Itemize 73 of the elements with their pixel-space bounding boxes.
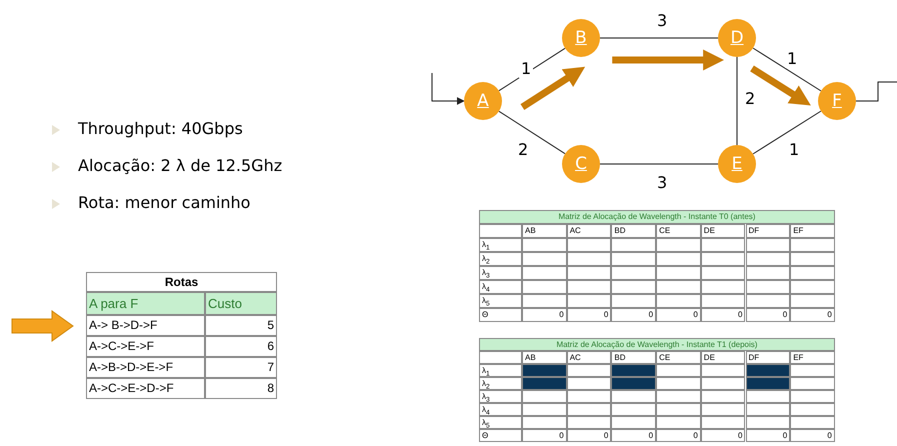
bullet-text: Throughput: 40Gbps bbox=[78, 119, 243, 138]
table-cell: 0 bbox=[566, 429, 612, 442]
node-circle: C bbox=[562, 145, 600, 183]
column-header: A para F bbox=[86, 292, 205, 315]
node-circle: E bbox=[718, 145, 756, 183]
bullet-text: Rota: menor caminho bbox=[78, 193, 250, 212]
edge-label: 1 bbox=[519, 60, 534, 78]
table-cell: 0 bbox=[700, 308, 746, 322]
table-cell: 5 bbox=[205, 315, 277, 336]
row-header: λ$_{5}$ bbox=[479, 294, 522, 308]
thick-arrow bbox=[612, 50, 724, 70]
thick-arrow bbox=[750, 66, 811, 106]
table-cell: 0 bbox=[656, 429, 701, 442]
column-header: AB bbox=[522, 351, 567, 364]
node-circle: B bbox=[562, 19, 600, 57]
row-header: λ$_{5}$ bbox=[479, 416, 522, 429]
row-header: λ$_{3}$ bbox=[479, 390, 522, 403]
row-header: Θ bbox=[479, 308, 522, 322]
table-cell: 7 bbox=[205, 357, 277, 378]
table-title: Matriz de Alocação de Wavelength - Instante T1 (depois) bbox=[479, 338, 835, 351]
connector-line bbox=[498, 48, 566, 92]
connector-line bbox=[498, 110, 566, 154]
arrow bbox=[432, 72, 465, 105]
table-cell: 0 bbox=[522, 308, 567, 322]
row-header: Θ bbox=[479, 429, 522, 442]
column-header: DF bbox=[746, 224, 790, 238]
row-header: λ$_{3}$ bbox=[479, 266, 522, 280]
bullet-text: Alocação: 2 λ de 12.5Ghz bbox=[78, 156, 282, 175]
table-cell: 0 bbox=[746, 429, 790, 442]
column-header: DF bbox=[746, 351, 790, 364]
table-cell: 0 bbox=[700, 429, 746, 442]
row-header: λ$_{1}$ bbox=[479, 364, 522, 377]
row-header: λ$_{2}$ bbox=[479, 377, 522, 390]
table-cell: A->C->E->D->F bbox=[86, 378, 205, 399]
table-cell: 0 bbox=[566, 308, 612, 322]
column-header: AC bbox=[566, 224, 612, 238]
table-cell: 0 bbox=[790, 429, 835, 442]
row-header: λ$_{4}$ bbox=[479, 403, 522, 416]
row-header: λ$_{4}$ bbox=[479, 280, 522, 294]
table-cell: 0 bbox=[522, 429, 567, 442]
table-cell: 8 bbox=[205, 378, 277, 399]
column-header: Custo bbox=[205, 292, 277, 315]
connector-line bbox=[736, 56, 738, 146]
table-title: Matriz de Alocação de Wavelength - Instante T0 (antes) bbox=[479, 210, 835, 224]
table-cell: 0 bbox=[746, 308, 790, 322]
column-header: EF bbox=[790, 351, 835, 364]
node-circle: A bbox=[464, 82, 502, 120]
column-header: AB bbox=[522, 224, 567, 238]
thick-arrow bbox=[520, 66, 586, 110]
table-cell: A-> B->D->F bbox=[86, 315, 205, 336]
node-circle: D bbox=[718, 19, 756, 57]
table-cell: A->B->D->E->F bbox=[86, 357, 205, 378]
row-header: λ$_{1}$ bbox=[479, 238, 522, 252]
column-header: EF bbox=[790, 224, 835, 238]
node-circle: F bbox=[818, 82, 856, 120]
table-cell: 0 bbox=[656, 308, 701, 322]
table-cell: 6 bbox=[205, 336, 277, 357]
column-header: CE bbox=[656, 351, 701, 364]
table-cell: 0 bbox=[611, 308, 656, 322]
column-header: BD bbox=[611, 351, 656, 364]
table-cell: 0 bbox=[790, 308, 835, 322]
connector-line bbox=[856, 82, 897, 102]
column-header: BD bbox=[611, 224, 656, 238]
column-header: AC bbox=[566, 351, 612, 364]
connector-line bbox=[752, 110, 822, 154]
table-cell: A->C->E->F bbox=[86, 336, 205, 357]
column-header: CE bbox=[656, 224, 701, 238]
connector-line bbox=[752, 48, 822, 92]
row-header: λ$_{2}$ bbox=[479, 252, 522, 266]
table-title: Rotas bbox=[86, 272, 277, 292]
table-cell: 0 bbox=[611, 429, 656, 442]
column-header: DE bbox=[700, 224, 746, 238]
column-header: DE bbox=[700, 351, 746, 364]
